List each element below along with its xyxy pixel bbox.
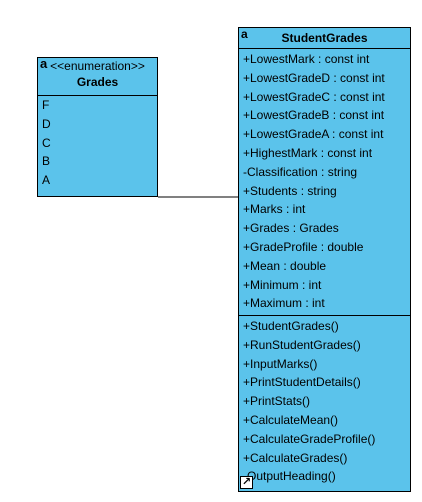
operations-compartment: +StudentGrades() +RunStudentGrades() +Inpu… xyxy=(239,316,410,486)
operation-item: +CalculateGrades() xyxy=(243,450,348,465)
attribute-item: +Minimum : int xyxy=(243,277,322,292)
attribute-item: +LowestMark : const int xyxy=(243,52,370,66)
operation-item: +InputMarks() xyxy=(243,356,318,371)
operation-item: +StudentGrades() xyxy=(243,319,339,333)
resize-arrow-icon[interactable]: ↗ xyxy=(240,476,253,489)
attribute-item: +LowestGradeC : const int xyxy=(243,89,385,104)
attribute-item: +HighestMark : const int xyxy=(243,145,373,160)
attributes-compartment: +LowestMark : const int +LowestGradeD : c… xyxy=(239,49,410,316)
attribute-item: +Maximum : int xyxy=(243,296,325,311)
studentgrades-header: a StudentGrades xyxy=(239,28,410,49)
operation-item: +PrintStats() xyxy=(243,394,311,409)
enum-literal: C xyxy=(42,135,51,150)
attribute-item: +LowestGradeB : const int xyxy=(243,108,385,123)
studentgrades-class-box[interactable]: a StudentGrades +LowestMark : const int+… xyxy=(238,27,411,492)
class-icon: a xyxy=(241,27,248,41)
attribute-item: +GradeProfile : double xyxy=(243,239,364,254)
operation-item: +CalculateGradeProfile() xyxy=(243,431,376,446)
operation-item: -OutputHeading() xyxy=(243,469,336,484)
grades-header: a <<enumeration>> Grades xyxy=(38,56,157,96)
grades-class-name: Grades xyxy=(76,75,119,89)
operation-item: +PrintStudentDetails() xyxy=(243,375,361,390)
enum-literal: A xyxy=(42,173,51,188)
operation-item: +RunStudentGrades() xyxy=(243,337,361,352)
attribute-item: +Mean : double xyxy=(243,258,327,273)
enum-literal: B xyxy=(42,154,51,169)
class-icon: a xyxy=(40,56,48,71)
enumeration-stereotype: <<enumeration>> xyxy=(50,59,145,73)
enum-literal: F xyxy=(42,98,50,112)
attribute-item: +Grades : Grades xyxy=(243,221,339,236)
operation-item: +CalculateMean() xyxy=(243,412,339,427)
attribute-item: +LowestGradeD : const int xyxy=(243,70,385,85)
attribute-item: +LowestGradeA : const int xyxy=(243,127,384,142)
attribute-item: +Marks : int xyxy=(243,202,306,217)
enum-literal: D xyxy=(42,116,51,131)
attribute-item: -Classification : string xyxy=(243,164,358,179)
attribute-item: +Students : string xyxy=(243,183,337,198)
studentgrades-class-name: StudentGrades xyxy=(281,31,368,45)
